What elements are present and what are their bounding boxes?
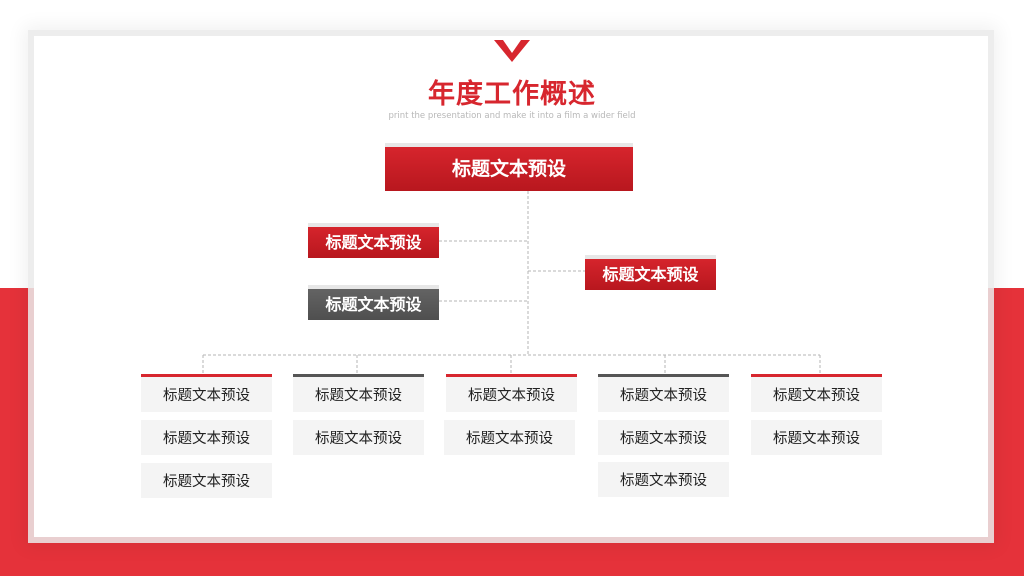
leaf-item: 标题文本预设: [598, 377, 729, 412]
leaf-column-4: 标题文本预设 标题文本预设 标题文本预设: [598, 374, 729, 497]
logo-chevron-icon: [494, 40, 530, 62]
leaf-item: 标题文本预设: [598, 462, 729, 497]
leaf-item: 标题文本预设: [141, 420, 272, 455]
mid-node-label: 标题文本预设: [602, 264, 699, 284]
leaf-item: 标题文本预设: [293, 377, 424, 412]
root-node: 标题文本预设: [385, 143, 633, 191]
slide-subtitle: print the presentation and make it into …: [388, 111, 636, 121]
column-top-bar: [446, 374, 577, 377]
root-node-label: 标题文本预设: [451, 157, 566, 180]
mid-node-label: 标题文本预设: [325, 232, 422, 252]
leaf-item: 标题文本预设: [751, 420, 882, 455]
column-top-bar: [598, 374, 729, 377]
leaf-item: 标题文本预设: [444, 420, 575, 455]
leaf-item: 标题文本预设: [598, 420, 729, 455]
mid-node-3: 标题文本预设: [585, 255, 716, 290]
mid-node-label: 标题文本预设: [325, 294, 422, 314]
leaf-item: 标题文本预设: [293, 420, 424, 455]
leaf-item: 标题文本预设: [751, 377, 882, 412]
mid-node-cap: [308, 223, 439, 227]
leaf-column-5: 标题文本预设 标题文本预设: [751, 374, 882, 455]
column-top-bar: [751, 374, 882, 377]
root-node-cap: [385, 143, 633, 147]
leaf-column-1: 标题文本预设 标题文本预设 标题文本预设: [141, 374, 272, 498]
leaf-item: 标题文本预设: [141, 463, 272, 498]
mid-node-cap: [585, 255, 716, 259]
leaf-column-2: 标题文本预设 标题文本预设: [293, 374, 424, 455]
leaf-item: 标题文本预设: [446, 377, 577, 412]
column-top-bar: [293, 374, 424, 377]
mid-node-2: 标题文本预设: [308, 285, 439, 320]
leaf-column-3: 标题文本预设 标题文本预设: [444, 374, 577, 455]
mid-node-cap: [308, 285, 439, 289]
column-top-bar: [141, 374, 272, 377]
leaf-item: 标题文本预设: [141, 377, 272, 412]
mid-node-1: 标题文本预设: [308, 223, 439, 258]
slide-title: 年度工作概述: [428, 79, 596, 110]
